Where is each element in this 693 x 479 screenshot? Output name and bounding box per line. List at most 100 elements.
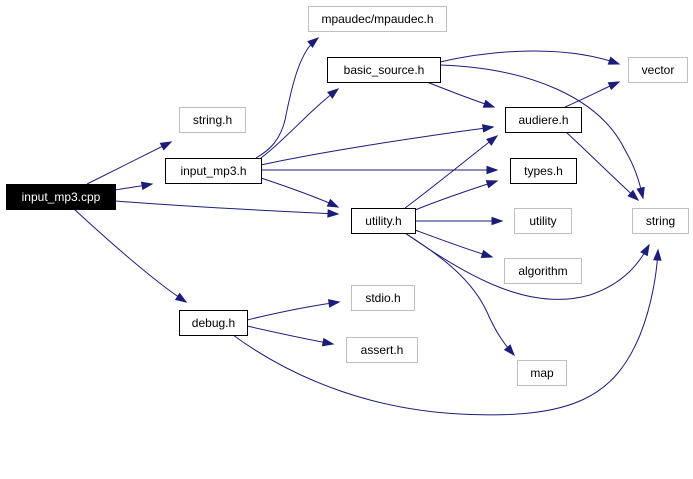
edge-line (439, 64, 644, 199)
edge-input_mp3_cpp-to-input_mp3_h (114, 181, 154, 191)
node-label: mpaudec/mpaudec.h (321, 12, 433, 26)
edge-line (260, 177, 339, 208)
edge-line (260, 88, 339, 159)
edge-debug_h-to-string (232, 248, 662, 416)
edge-line (404, 135, 498, 209)
edge-basic_source_h-to-vector (439, 50, 621, 65)
node-label: basic_source.h (344, 63, 425, 77)
edge-line (414, 229, 493, 258)
node-debug-h[interactable]: debug.h (179, 310, 248, 336)
node-stdio-h: stdio.h (351, 285, 415, 311)
edge-utility_h-to-utility (415, 216, 504, 226)
edge-arrowhead (328, 299, 341, 308)
edge-arrowhead (640, 243, 650, 257)
node-string: string (632, 208, 689, 234)
node-box (6, 184, 116, 210)
node-box (308, 6, 447, 32)
node-audiere-h[interactable]: audiere.h (505, 107, 582, 133)
node-label: assert.h (361, 343, 404, 357)
edge-arrowhead (491, 216, 504, 226)
edge-arrowhead (321, 337, 335, 347)
edge-arrowhead (486, 135, 499, 146)
node-box (510, 158, 577, 184)
edge-audiere_h-to-string (564, 81, 621, 108)
edge-utility_h-to-types_h (414, 180, 499, 211)
edge-line (426, 81, 495, 108)
edge-arrowhead (485, 180, 499, 189)
edge-debug_h-to-stdio_h (246, 299, 341, 321)
edge-arrowhead (480, 249, 494, 259)
edge-arrowhead (607, 56, 621, 65)
node-vector: vector (628, 57, 688, 83)
edge-line (404, 232, 650, 300)
edges-layer (73, 37, 662, 416)
node-utility-h[interactable]: utility.h (351, 208, 416, 234)
node-box (179, 107, 246, 133)
edge-arrowhead (486, 165, 499, 175)
edge-line (246, 325, 334, 345)
node-box (632, 208, 689, 234)
node-label: algorithm (518, 264, 567, 278)
edge-line (439, 50, 620, 65)
edge-line (114, 200, 339, 215)
edge-line (232, 249, 659, 416)
edge-audiere_h-to-vector (565, 131, 640, 202)
nodes-layer: input_mp3.cpp string.h input_mp3.h mpaudec/… (6, 6, 689, 386)
node-label: input_mp3.cpp (22, 190, 101, 204)
node-box (165, 158, 262, 184)
edge-arrowhead (140, 181, 154, 191)
node-label: stdio.h (365, 291, 400, 305)
node-string-h: string.h (179, 107, 246, 133)
node-label: utility (529, 214, 556, 228)
node-mpaudec-h: mpaudec/mpaudec.h (308, 6, 447, 32)
edge-input_mp3_cpp-to-string_h (86, 141, 173, 185)
edge-line (255, 37, 319, 159)
edge-utility_h-to-string (404, 232, 650, 300)
node-basic-source-h[interactable]: basic_source.h (327, 57, 441, 83)
edge-line (260, 126, 494, 166)
node-box (179, 310, 248, 336)
edge-line (404, 232, 515, 356)
node-input-mp3-cpp[interactable]: input_mp3.cpp (6, 184, 116, 210)
edge-debug_h-to-assert_h (246, 325, 335, 347)
edge-input_mp3_h-to-audiere_h (260, 124, 495, 166)
node-box (346, 337, 418, 363)
node-label: utility.h (365, 214, 401, 228)
edge-utility_h-to-audiere_h (404, 135, 499, 209)
edge-arrowhead (326, 198, 340, 208)
edge-input_mp3_h-to-mpaudec_h (255, 37, 320, 159)
node-label: string (646, 214, 675, 228)
edge-arrowhead (327, 209, 340, 218)
edge-arrowhead (482, 124, 495, 133)
edge-arrowhead (627, 189, 640, 202)
node-box (514, 208, 572, 234)
node-box (327, 57, 441, 83)
edge-utility_h-to-map (404, 232, 515, 357)
edge-input_mp3_h-to-types_h (261, 165, 499, 175)
edge-arrowhead (653, 248, 662, 261)
edge-arrowhead (482, 99, 496, 108)
node-utility: utility (514, 208, 572, 234)
node-types-h[interactable]: types.h (510, 158, 577, 184)
node-label: debug.h (192, 316, 235, 330)
node-label: input_mp3.h (180, 164, 246, 178)
node-label: types.h (524, 164, 563, 178)
edge-line (73, 208, 187, 303)
node-box (517, 360, 567, 386)
node-box (351, 208, 416, 234)
node-assert-h: assert.h (346, 337, 418, 363)
edge-arrowhead (636, 186, 645, 200)
edge-input_mp3_cpp-to-utility_h (114, 200, 340, 218)
edge-utility_h-to-algorithm (414, 229, 494, 259)
edge-line (86, 141, 172, 185)
node-label: map (530, 366, 554, 380)
edge-line (246, 301, 340, 321)
node-box (351, 285, 415, 311)
node-input-mp3-h[interactable]: input_mp3.h (165, 158, 262, 184)
edge-arrowhead (327, 88, 340, 99)
edge-basic_source_h-to-string (439, 64, 645, 200)
edge-arrowhead (159, 141, 173, 151)
node-label: vector (642, 63, 675, 77)
